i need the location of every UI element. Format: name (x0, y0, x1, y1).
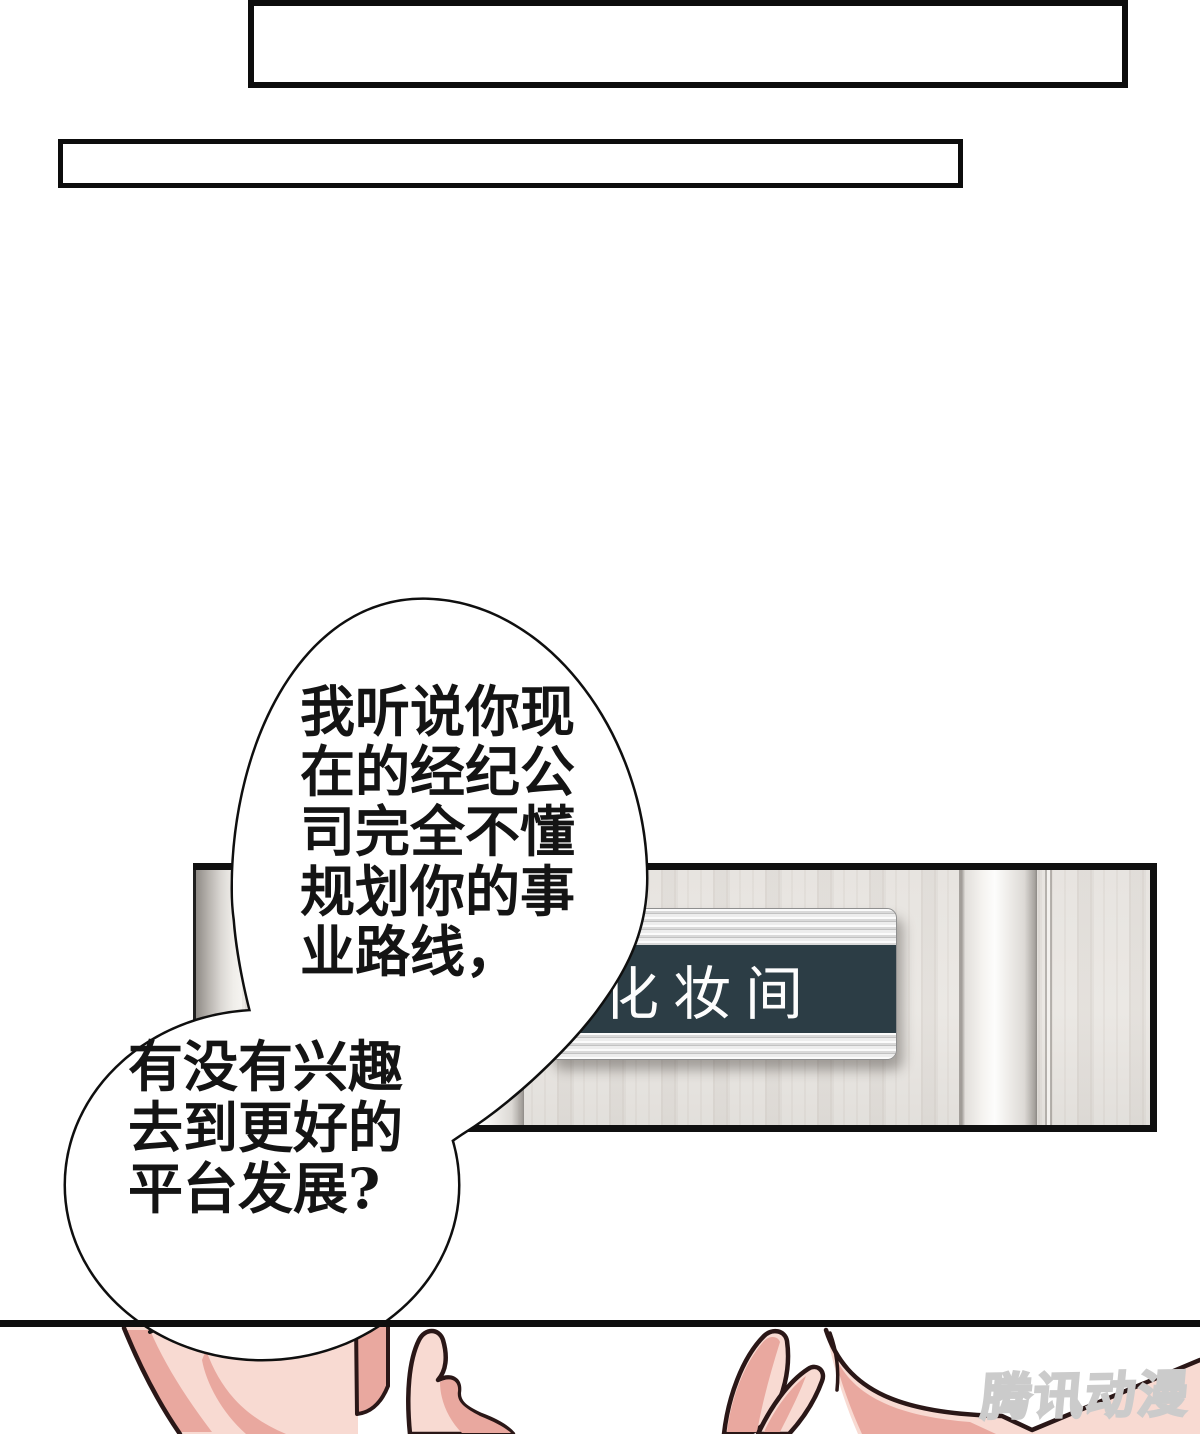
speech-line: 去到更好的 (128, 1095, 404, 1160)
speech-line: 规划你的事 (300, 859, 576, 924)
speech-line: 有没有兴趣 (128, 1034, 404, 1099)
speech-text-main: 我听说你现 在的经纪公 司完全不懂 规划你的事 业路线， (300, 682, 575, 982)
speech-line: 平台发展? (128, 1156, 381, 1221)
narration-box-top (248, 0, 1128, 88)
sign-metal-band-bottom (549, 1033, 896, 1059)
narration-box-second (58, 139, 963, 188)
panel-border-line (0, 1320, 1200, 1327)
right-hand-finger-sliver (828, 1331, 840, 1392)
speech-line: 我听说你现 (300, 679, 576, 744)
door-molding-groove (1045, 870, 1052, 1125)
left-hand-palm-shade (202, 1350, 286, 1434)
left-hand-finger (354, 1320, 390, 1416)
left-hand-edge-line (121, 1325, 183, 1434)
speech-line: 业路线， (300, 919, 521, 984)
speech-text-secondary: 有没有兴趣 去到更好的 平台发展? (128, 1036, 403, 1219)
speech-line: 司完全不懂 (300, 799, 576, 864)
speech-line: 在的经纪公 (300, 739, 576, 804)
door-sign-label: 化妆间 (600, 962, 818, 1027)
door-molding-right (959, 870, 1037, 1125)
right-hand-finger-1-shade (727, 1336, 780, 1432)
tencent-comics-watermark: 腾讯动漫 (978, 1365, 1194, 1427)
left-hand-wrist-shade (126, 1330, 212, 1432)
left-hand-thumb-shade (440, 1379, 511, 1433)
left-hand-thumb (406, 1328, 516, 1434)
right-hand-palm-shade (832, 1348, 996, 1434)
right-hand-finger-2-shade (764, 1376, 806, 1432)
